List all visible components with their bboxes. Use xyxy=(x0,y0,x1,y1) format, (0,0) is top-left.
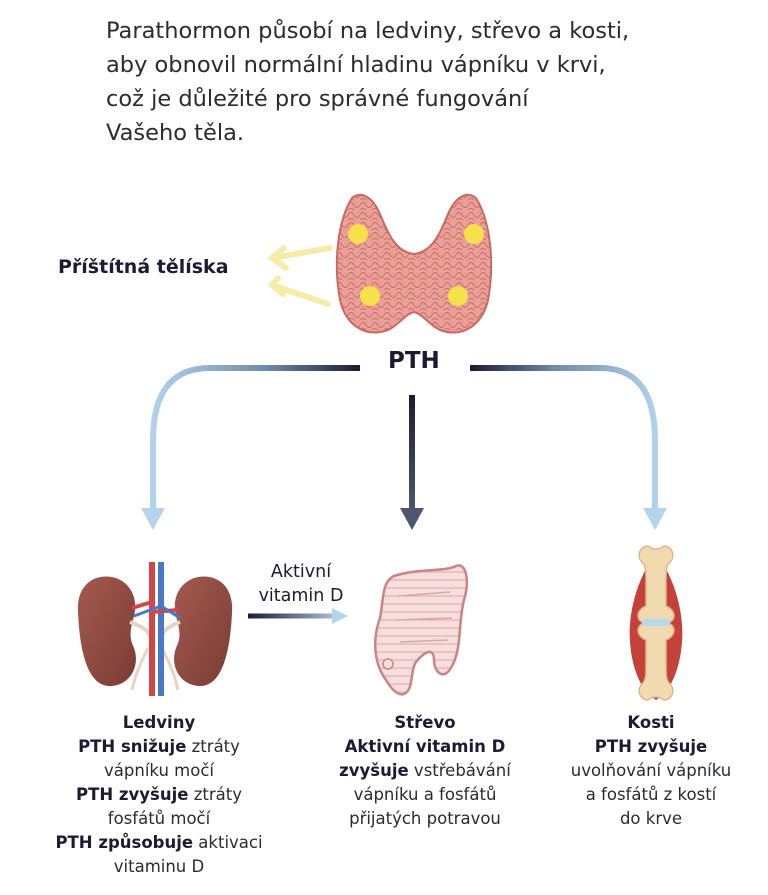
kidneys-title: Ledviny xyxy=(122,713,196,732)
description-line: PTH snižuje ztráty xyxy=(78,737,240,756)
description-line: zvyšuje vstřebávání xyxy=(339,761,511,780)
arrowhead-intestine xyxy=(400,508,424,530)
description-line: fosfátů močí xyxy=(107,809,211,828)
vitamin-d-label: Aktivní vitamin D xyxy=(246,560,356,608)
intro-line: Vašeho těla. xyxy=(106,120,245,146)
parathyroid-gland xyxy=(360,286,380,306)
description-line: PTH zvyšuje xyxy=(594,737,708,756)
bones-title: Kosti xyxy=(627,713,675,732)
intestine-illustration xyxy=(374,564,468,696)
description-line: uvolňování vápníku xyxy=(570,761,732,780)
parathyroid-label: Příštítná tělíska xyxy=(58,256,229,278)
description-line: do krve xyxy=(619,809,683,828)
vitamin-d-arrowhead xyxy=(332,608,348,624)
intro-paragraph: Parathormon působí na ledviny, střevo a … xyxy=(106,14,726,150)
parathyroid-gland xyxy=(348,224,368,244)
parathyroid-gland xyxy=(464,224,484,244)
description-line: vápníku a fosfátů xyxy=(353,785,497,804)
arrow-to-bones xyxy=(470,365,658,508)
description-line: a fosfátů z kostí xyxy=(585,785,717,804)
description-line: PTH zvyšuje ztráty xyxy=(76,785,242,804)
description-line: vitaminu D xyxy=(113,857,205,876)
arrowhead-bones xyxy=(643,508,667,530)
description-line: Aktivní vitamin D xyxy=(344,737,506,756)
intestine-title: Střevo xyxy=(394,713,456,732)
description-line: PTH způsobuje aktivaci xyxy=(55,833,263,852)
intro-line: což je důležité pro správné fungování xyxy=(106,86,529,112)
arrow-to-kidneys xyxy=(150,365,360,508)
vitamin-d-label-line: vitamin D xyxy=(258,586,344,606)
kidneys-description: Ledviny PTH snižuje ztráty vápníku močí … xyxy=(20,711,298,879)
description-line: vápníku močí xyxy=(104,761,214,780)
thyroid-illustration xyxy=(335,193,493,334)
pth-label: PTH xyxy=(388,348,440,374)
arrowhead-kidneys xyxy=(141,508,165,530)
pointer-arrows xyxy=(267,245,333,307)
kidneys-illustration xyxy=(77,562,233,696)
parathyroid-gland xyxy=(448,286,468,306)
vitamin-d-label-line: Aktivní xyxy=(270,562,332,582)
intro-line: Parathormon působí na ledviny, střevo a … xyxy=(106,18,630,44)
bones-description: Kosti PTH zvyšuje uvolňování vápníku a f… xyxy=(533,711,768,831)
intro-line: aby obnovil normální hladinu vápníku v k… xyxy=(106,52,606,78)
intestine-description: Střevo Aktivní vitamin D zvyšuje vstřebá… xyxy=(296,711,554,831)
bone-joint-illustration xyxy=(629,545,683,701)
description-line: přijatých potravou xyxy=(349,809,501,828)
